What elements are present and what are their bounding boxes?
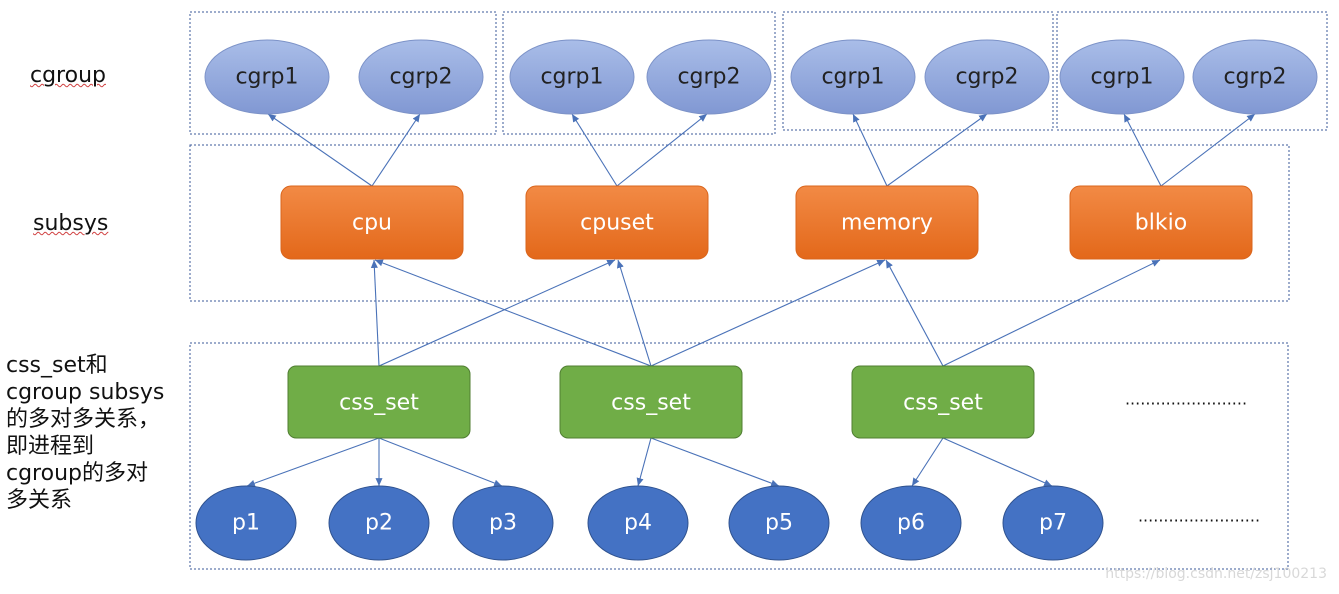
relation-line-4: 即进程到 <box>6 434 95 459</box>
css-set-node-label: css_set <box>903 391 983 416</box>
relation-line-1: css_set和 <box>6 353 108 378</box>
cgroup-node <box>1192 39 1318 115</box>
relation-line-6: 多关系 <box>6 488 73 513</box>
subsys-node-label: cpuset <box>580 211 654 236</box>
edge-css2-memory <box>650 259 886 367</box>
cgroup-node <box>924 39 1050 115</box>
process-node-label: p4 <box>624 511 652 536</box>
process-node-label: p7 <box>1039 511 1067 536</box>
css-set-node-label: css_set <box>339 391 419 416</box>
cgroup-node-label: cgrp1 <box>235 65 298 90</box>
edges <box>246 113 1256 487</box>
region-box-0 <box>189 11 497 135</box>
process-node-p5 <box>728 485 830 561</box>
subsys-node-blkio <box>1069 185 1253 260</box>
cgroup-node <box>358 39 484 115</box>
cgroup-node <box>204 39 330 115</box>
cgroup-node <box>1059 39 1185 115</box>
region-box-3 <box>1056 11 1328 131</box>
cgroup-node-label: cgrp1 <box>821 65 884 90</box>
css-set-node <box>287 365 471 439</box>
process-node-p3 <box>452 485 554 561</box>
edge-cpu-cgrp1 <box>267 113 373 187</box>
edge-css3-blkio <box>942 259 1161 367</box>
process-node-label: p1 <box>232 511 260 536</box>
subsys-node-cpu <box>280 185 464 260</box>
edge-css1-cpuset <box>378 259 616 367</box>
node-labels: cgrp1 cgrp2 cgrp1 cgrp2 cgrp1 cgrp2 cgrp1 cgrp2… <box>232 65 1287 536</box>
edge-memory-cgrp2 <box>886 113 988 187</box>
edge-blkio-cgrp2 <box>1160 113 1256 187</box>
subsys-node-label: cpu <box>352 211 392 236</box>
edge-cpuset-cgrp2 <box>616 113 708 187</box>
region-box-1 <box>502 11 776 135</box>
subsys-node-label: blkio <box>1135 211 1187 236</box>
edge-css3-memory <box>885 259 944 367</box>
cgroup-node-label: cgrp1 <box>1090 65 1153 90</box>
edge-css2-p5 <box>650 437 780 487</box>
edge-css3-p7 <box>942 437 1053 487</box>
process-node-p7 <box>1002 485 1104 561</box>
relation-line-5: cgroup的多对 <box>6 461 148 486</box>
process-node-p2 <box>328 485 430 561</box>
edge-css2-cpu <box>374 259 652 367</box>
process-node-p6 <box>860 485 962 561</box>
cgroup-node <box>509 39 635 115</box>
cgroup-node-label: cgrp2 <box>389 65 452 90</box>
edge-css1-cpu <box>370 259 380 367</box>
edge-css3-p6 <box>911 437 944 487</box>
cgroup-node-label: cgrp2 <box>955 65 1018 90</box>
ellipsis-css-sets: ........................ <box>1125 390 1247 409</box>
subsys-row-label: subsys <box>33 211 109 236</box>
edge-memory-cgrp1 <box>852 113 888 187</box>
region-box-4 <box>189 144 1290 302</box>
process-node-label: p5 <box>765 511 793 536</box>
watermark: https://blog.csdn.net/zsj100213 <box>1105 566 1327 582</box>
region-box-5 <box>189 342 1289 570</box>
process-node-label: p3 <box>489 511 517 536</box>
nodes <box>195 39 1318 561</box>
cgroup-node <box>646 39 772 115</box>
edge-css2-p4 <box>636 437 652 487</box>
process-node-p4 <box>587 485 689 561</box>
region-box-2 <box>782 11 1054 131</box>
region-boxes <box>189 11 1328 570</box>
edge-blkio-cgrp1 <box>1123 113 1162 187</box>
cgroup-row-label: cgroup <box>30 63 106 88</box>
edge-css2-cpuset <box>616 259 652 367</box>
ellipsis-processes: ........................ <box>1138 507 1260 526</box>
edge-cpu-cgrp2 <box>371 113 421 187</box>
relation-line-3: 的多对多关系， <box>6 407 161 432</box>
process-node-label: p2 <box>365 511 393 536</box>
cgroup-node-label: cgrp2 <box>1223 65 1286 90</box>
subsys-node-cpuset <box>525 185 709 260</box>
relation-description: css_set和 cgroup subsys 的多对多关系， 即进程到 cgro… <box>6 352 164 514</box>
process-node-label: p6 <box>897 511 925 536</box>
css-set-node <box>559 365 743 439</box>
cgroup-node-label: cgrp2 <box>677 65 740 90</box>
relation-line-2: cgroup subsys <box>6 380 165 405</box>
edge-cpuset-cgrp1 <box>571 113 618 187</box>
cgroup-node <box>790 39 916 115</box>
subsys-node-memory <box>795 185 979 260</box>
process-node-p1 <box>195 485 297 561</box>
subsys-node-label: memory <box>841 211 933 236</box>
css-set-node <box>851 365 1035 439</box>
edge-css1-p3 <box>378 437 503 487</box>
edge-css1-p1 <box>246 437 380 487</box>
cgroup-node-label: cgrp1 <box>540 65 603 90</box>
css-set-node-label: css_set <box>611 391 691 416</box>
